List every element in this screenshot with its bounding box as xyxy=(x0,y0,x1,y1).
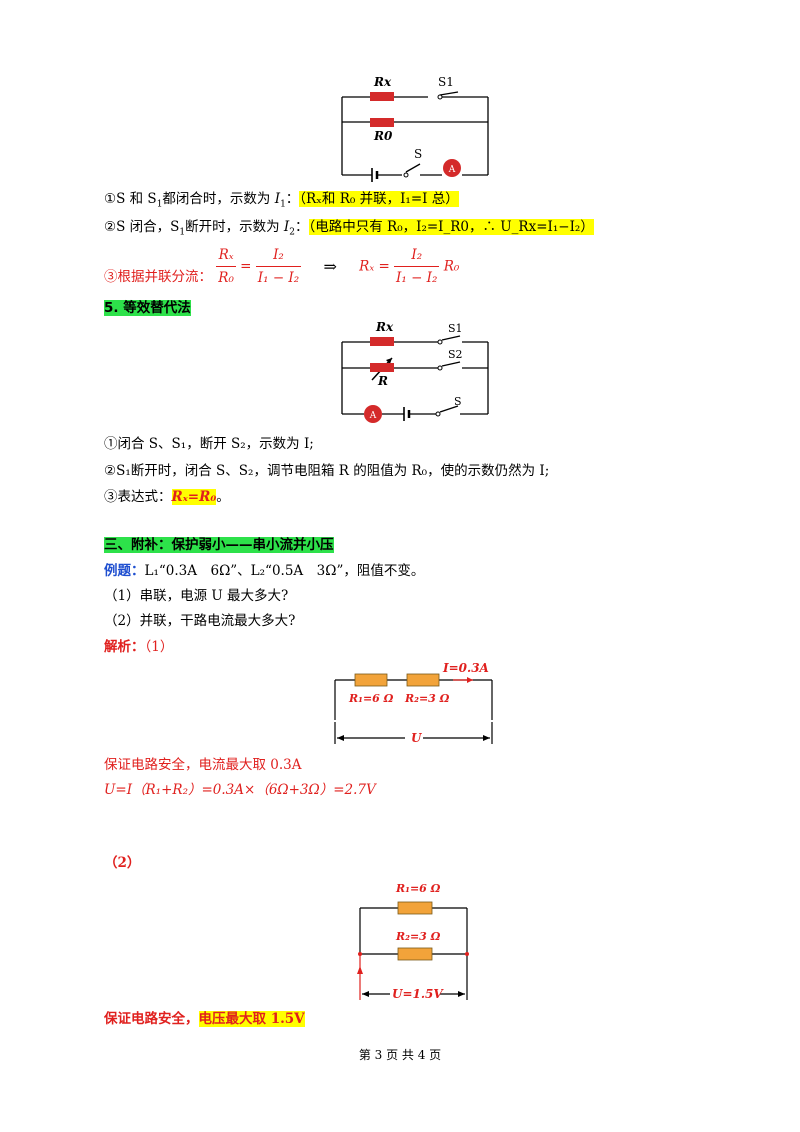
label-r2: R₂=3 Ω xyxy=(404,692,450,705)
resistor-box-r xyxy=(370,363,394,372)
step-3: ③表达式：Rₓ=R₀。 xyxy=(104,489,230,505)
text-line-2: ②S 闭合，S1断开时，示数为 I2：（电路中只有 R₀，I₂=I_R0，∴ U… xyxy=(104,219,594,238)
step-2: ②S₁断开时，闭合 S、S₂，调节电阻箱 R 的阻值为 R₀，使的示数仍然为 I… xyxy=(104,463,550,479)
label-rx: Rx xyxy=(375,320,394,334)
resistor-rx xyxy=(370,337,394,346)
circuit-diagram-3: I=0.3A R₁=6 Ω R₂=3 Ω U xyxy=(334,661,493,745)
circuit-diagram-1: A Rx S1 R0 S xyxy=(341,75,489,182)
highlight-parallel-note: （Rₓ和 R₀ 并联，I₁=I 总） xyxy=(299,191,459,207)
question-1: （1）串联，电源 U 最大多大? xyxy=(104,588,289,604)
circuit-diagram-4: R₁=6 Ω R₂=3 Ω U=1.5V xyxy=(357,882,469,1001)
resistor-r2 xyxy=(406,673,440,687)
safety-note-2: 保证电路安全，电压最大取 1.5V xyxy=(104,1011,305,1027)
label-s1: S1 xyxy=(438,75,454,89)
label-u: U=1.5V xyxy=(392,987,444,1001)
label-r2: R₂=3 Ω xyxy=(395,930,441,943)
ammeter-icon xyxy=(364,405,382,423)
svg-text:A: A xyxy=(448,165,456,175)
section-title-5: 5. 等效替代法 xyxy=(104,300,191,316)
part-2-label: （2） xyxy=(104,855,141,871)
section-title-3: 三、附补：保护弱小——串小流并小压 xyxy=(104,537,334,553)
label-r1: R₁=6 Ω xyxy=(348,692,394,705)
label-s: S xyxy=(414,147,422,161)
safety-note-1: 保证电路安全，电流最大取 0.3A xyxy=(104,757,302,773)
label-s: S xyxy=(454,395,462,408)
label-rx: Rx xyxy=(373,75,392,89)
page-footer: 第 3 页 共 4 页 xyxy=(358,1048,442,1062)
resistor-r1 xyxy=(354,673,388,687)
circuit-diagram-2: A Rx S1 S2 R S xyxy=(341,320,489,423)
step-1: ①闭合 S、S₁，断开 S₂，示数为 I; xyxy=(104,436,314,452)
label-u: U xyxy=(411,731,423,745)
resistor-r0 xyxy=(370,118,394,127)
analysis-line: 解析：（1） xyxy=(104,639,174,655)
text-line-1: ①S 和 S1都闭合时，示数为 I1：（Rₓ和 R₀ 并联，I₁=I 总） xyxy=(104,191,459,210)
resistor-r1 xyxy=(397,901,433,915)
highlight-voltage: 电压最大取 1.5V xyxy=(198,1011,305,1027)
expression-highlight: Rₓ=R₀ xyxy=(171,489,217,505)
question-2: （2）并联，干路电流最大多大? xyxy=(104,613,296,629)
example-line: 例题：L₁“0.3A 6Ω”、L₂“0.5A 3Ω”，阻值不变。 xyxy=(104,563,425,579)
label-r1: R₁=6 Ω xyxy=(395,882,441,895)
label-r0: R0 xyxy=(373,129,393,143)
resistor-r2 xyxy=(397,947,433,961)
label-current: I=0.3A xyxy=(442,661,489,675)
formula-1: U=I（R₁+R₂）=0.3A×（6Ω+3Ω）=2.7V xyxy=(104,782,376,798)
highlight-series-note: （电路中只有 R₀，I₂=I_R0，∴ U_Rx=I₁−I₂） xyxy=(308,219,594,235)
label-s2: S2 xyxy=(448,348,463,361)
resistor-rx xyxy=(370,92,394,101)
label-s1: S1 xyxy=(448,322,463,335)
label-r: R xyxy=(377,374,388,388)
svg-text:A: A xyxy=(369,411,377,421)
ammeter-icon xyxy=(443,159,461,177)
